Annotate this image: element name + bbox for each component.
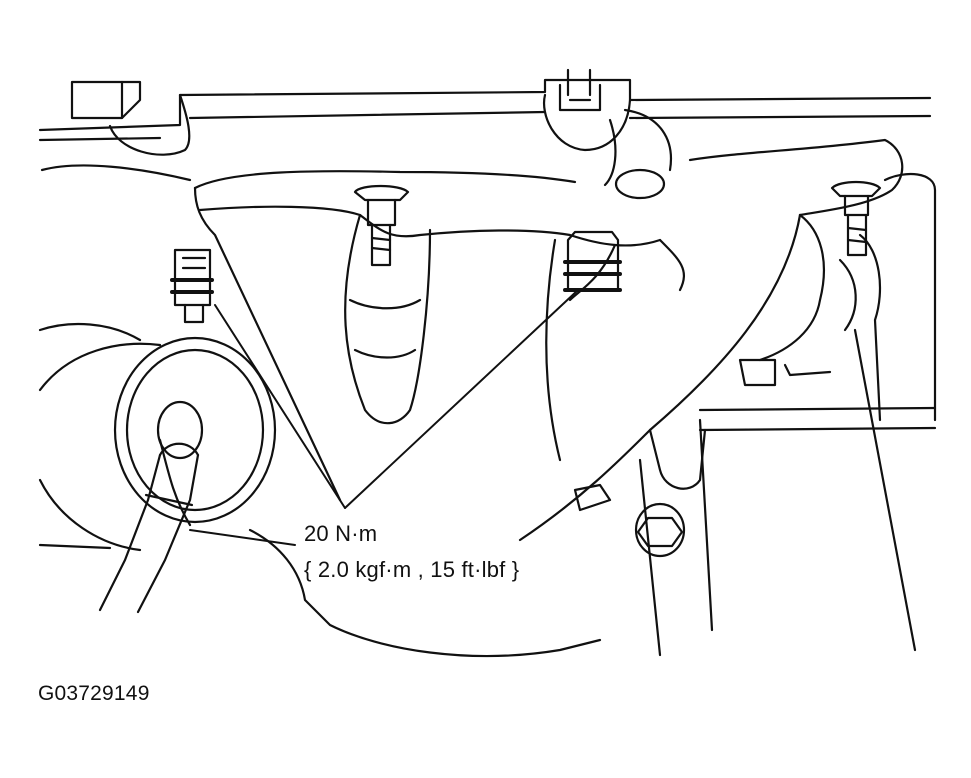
bolt-left xyxy=(170,248,214,324)
exhaust-manifold-shield xyxy=(193,138,904,542)
figure-id-label: G03729149 xyxy=(38,682,150,705)
torque-leader-lines xyxy=(189,289,579,546)
upper-left-bracket xyxy=(70,80,191,156)
stud-upper-center xyxy=(353,184,410,267)
oxygen-sensor-cable xyxy=(98,442,200,614)
torque-value-label: 20 N·m xyxy=(304,521,378,546)
oxygen-sensor-boss xyxy=(38,336,277,552)
cylinder-head-outline xyxy=(38,78,937,658)
torque-alternate-units-label: { 2.0 kgf·m , 15 ft·lbf } xyxy=(304,557,520,582)
stud-right xyxy=(830,180,882,257)
right-bracket xyxy=(648,213,882,490)
nut-center xyxy=(563,230,622,292)
top-stud-boss xyxy=(542,68,672,200)
nut-lower-right xyxy=(573,483,686,558)
